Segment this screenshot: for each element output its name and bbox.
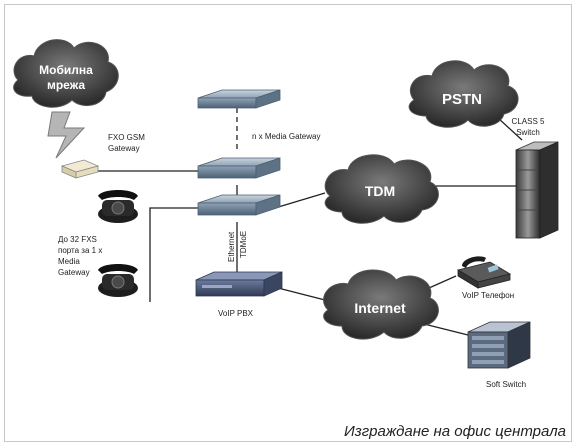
label-fxs-ports-2: порта за 1 x (58, 246, 102, 255)
cloud-pstn-label: PSTN (442, 91, 482, 108)
figure-caption: Изграждане на офис централа (344, 423, 566, 440)
line-gw3-fxs (149, 207, 198, 302)
cloud-internet: Internet (323, 269, 439, 340)
label-fxs-ports-3: Media (58, 257, 80, 266)
label-class5-1: CLASS 5 (512, 117, 545, 126)
cloud-tdm-label: TDM (365, 183, 395, 199)
line-gw3-tdm (274, 192, 326, 209)
class5-switch-device (515, 141, 559, 239)
telephone-icon (98, 190, 138, 223)
label-ethernet: Ethernet (227, 231, 236, 262)
telephone-icon (98, 264, 138, 297)
label-fxs-ports-1: До 32 FXS (58, 235, 97, 244)
soft-switch-device (467, 321, 531, 369)
label-voip-phone: VoIP Телефон (462, 291, 514, 300)
voip-phone-device (456, 256, 512, 289)
label-class5-2: Switch (516, 128, 540, 137)
media-gateway-middle (197, 157, 281, 179)
connection-lines (88, 108, 523, 337)
cloud-tdm: TDM (324, 154, 439, 224)
cloud-internet-label: Internet (354, 300, 406, 316)
line-class5-pstn (497, 117, 523, 141)
label-n-media-gateway: n x Media Gateway (252, 132, 320, 141)
lightning-bolt-icon (47, 111, 86, 159)
voip-pbx-device (195, 271, 283, 297)
label-fxo-gsm-1: FXO GSM (108, 133, 145, 142)
media-gateway-top (197, 89, 281, 109)
cloud-mobile-label-2: мрежа (47, 78, 85, 92)
label-fxo-gsm-2: Gateway (108, 144, 140, 153)
cloud-pstn: PSTN (408, 60, 519, 128)
label-tdmoe: TDMoE (239, 231, 248, 258)
label-soft-switch: Soft Switch (486, 380, 526, 389)
fxo-gsm-gateway-device (60, 159, 100, 179)
line-pbx-internet (277, 287, 326, 301)
label-fxs-ports-4: Gateway (58, 268, 90, 277)
cloud-mobile-label-1: Мобилна (39, 63, 93, 77)
media-gateway-bottom (197, 194, 281, 216)
cloud-mobile-network: Мобилна мрежа (13, 39, 119, 108)
label-voip-pbx: VoIP PBX (218, 309, 254, 318)
